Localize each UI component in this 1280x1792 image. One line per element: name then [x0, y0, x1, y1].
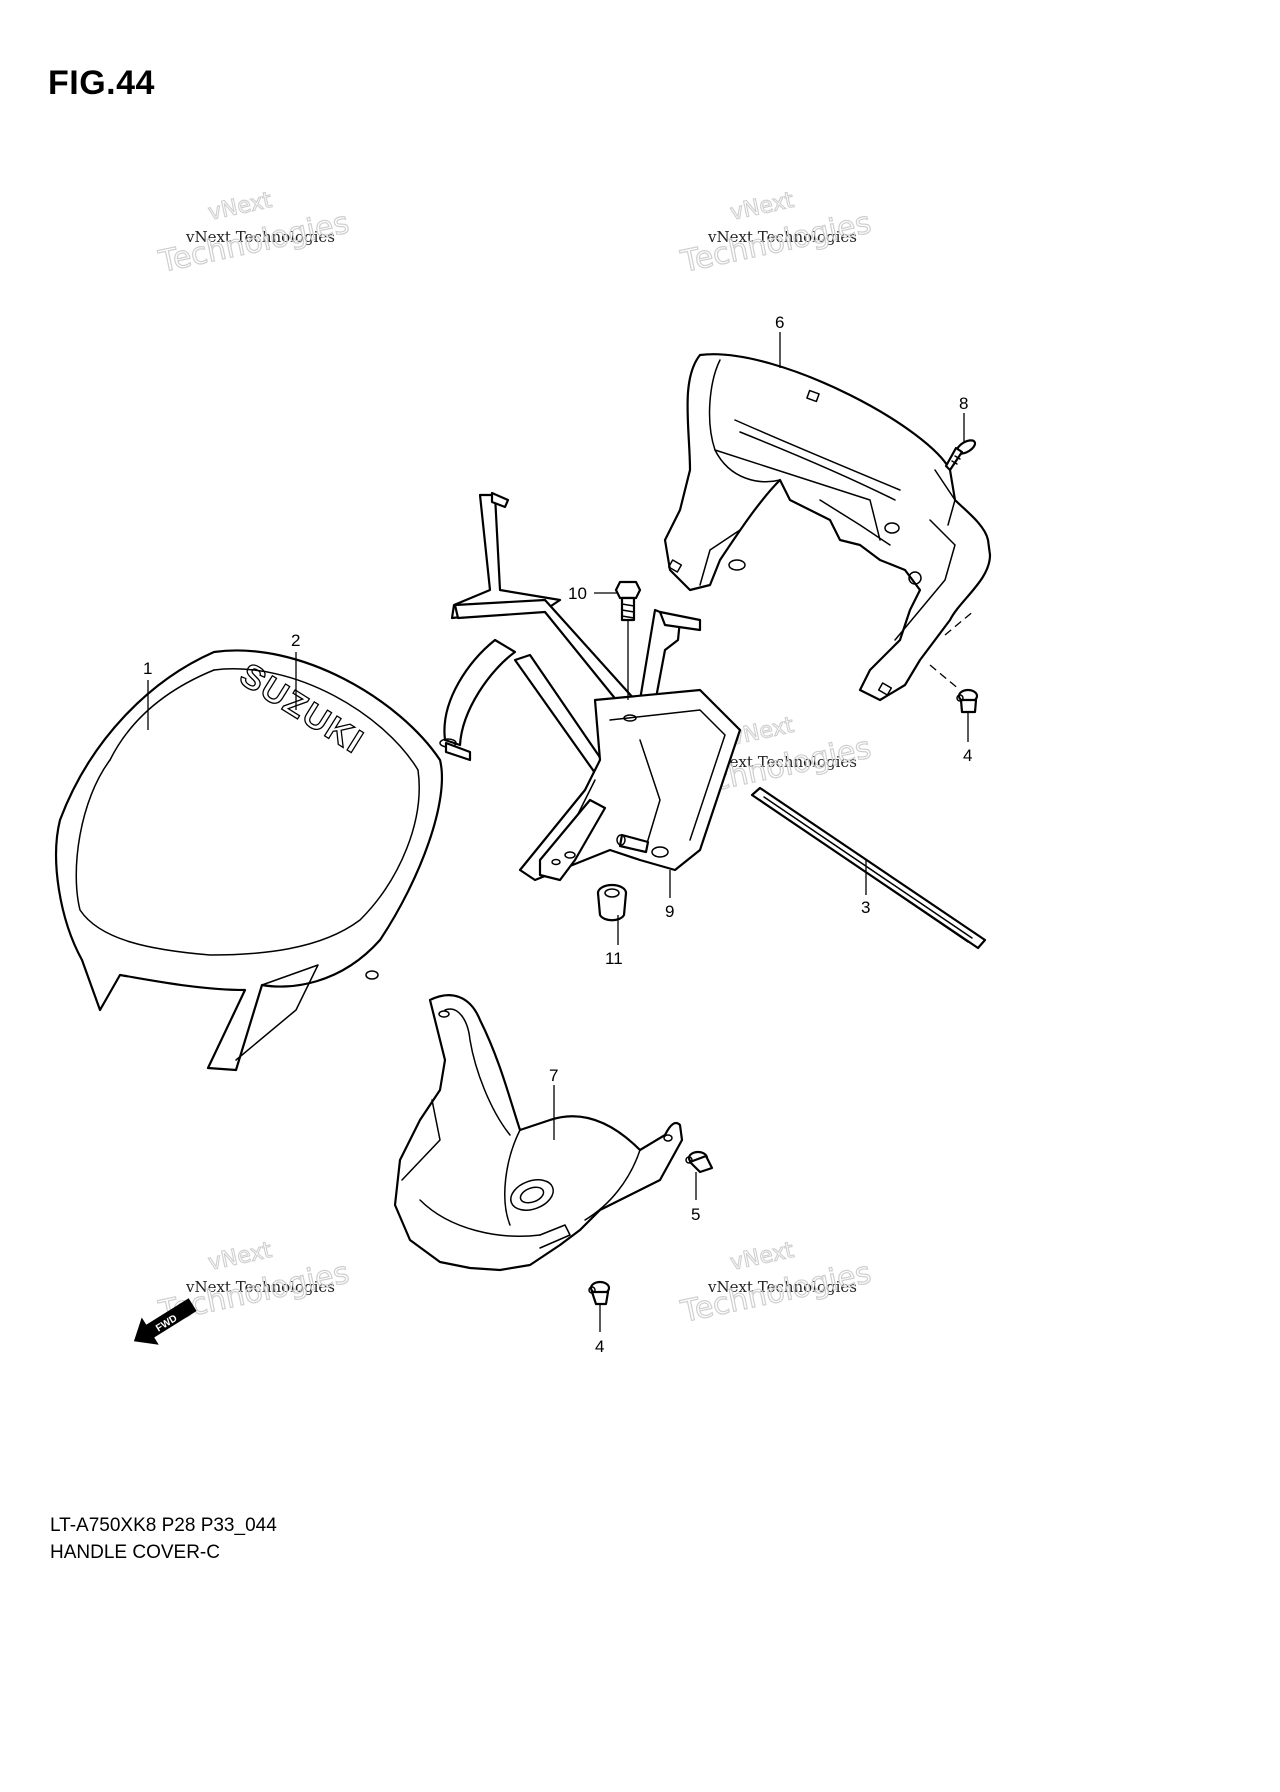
- svg-text:vNext Technologies: vNext Technologies: [185, 228, 335, 246]
- svg-text:vNext Technologies: vNext Technologies: [707, 228, 857, 246]
- callout-5: 5: [691, 1205, 700, 1224]
- part-7-lower-cover: [393, 994, 684, 1272]
- part-9-bracket: [439, 491, 742, 882]
- callout-11: 11: [605, 949, 623, 968]
- svg-text:vNext: vNext: [728, 188, 796, 226]
- section-name: HANDLE COVER-C: [50, 1542, 220, 1563]
- callout-9: 9: [665, 902, 674, 921]
- svg-text:vNext Technologies: vNext Technologies: [185, 1278, 335, 1296]
- callout-3: 3: [861, 898, 870, 917]
- leader-lines: [147, 332, 969, 1332]
- part-4-clip-upper: [956, 688, 979, 714]
- callout-numbers: 1 2 3 4 4 5 6 7 8 9 10 11: [143, 313, 972, 1356]
- figure-title: FIG.44: [48, 64, 155, 102]
- callout-8: 8: [959, 394, 968, 413]
- svg-text:vNext Technologies: vNext Technologies: [707, 1278, 857, 1296]
- model-code: LT-A750XK8 P28 P33_044: [50, 1515, 277, 1536]
- svg-text:vNext: vNext: [206, 1238, 274, 1276]
- part-1-handle-cover: [55, 649, 444, 1072]
- part-5-clip: [685, 1150, 714, 1174]
- part-3-seal-strip: [750, 786, 987, 950]
- part-10-bolt: [614, 580, 642, 622]
- callout-4-lower: 4: [595, 1337, 604, 1356]
- callout-4-upper: 4: [963, 746, 972, 765]
- part-11-grommet: [596, 883, 628, 922]
- callout-2: 2: [291, 631, 300, 650]
- callout-10: 10: [568, 584, 587, 603]
- watermark: vNext vNext Technologies Technologies: [155, 187, 353, 280]
- part-6-rear-cover: [663, 353, 992, 702]
- watermark: vNext vNext Technologies Technologies: [677, 187, 875, 280]
- svg-text:vNext: vNext: [728, 1238, 796, 1276]
- watermark: vNext vNext Technologies Technologies: [677, 1237, 875, 1330]
- svg-text:vNext: vNext: [206, 188, 274, 226]
- callout-7: 7: [549, 1066, 558, 1085]
- svg-text:vNext Technologies: vNext Technologies: [707, 753, 857, 771]
- part-8-screw: [944, 439, 977, 472]
- callout-6: 6: [775, 313, 784, 332]
- part-4-clip-lower: [588, 1280, 611, 1306]
- callout-1: 1: [143, 659, 152, 678]
